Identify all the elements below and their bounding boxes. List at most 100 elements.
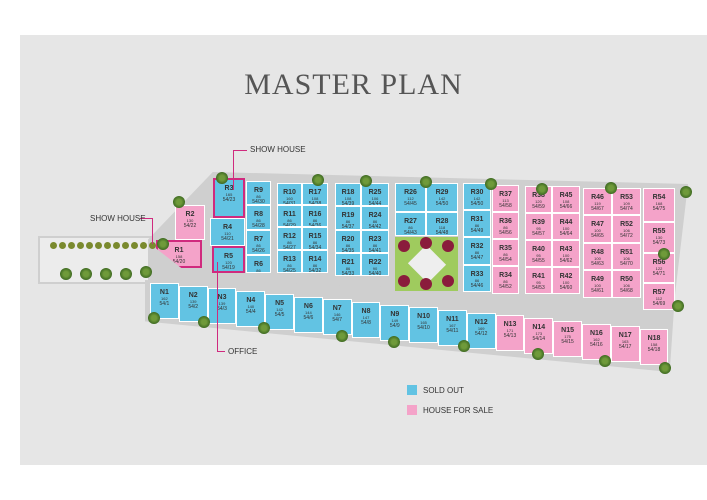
- lot-size: 86: [256, 268, 261, 273]
- lot-name: R49: [591, 276, 604, 283]
- lot-name: N17: [618, 332, 632, 340]
- lot-name: N16: [589, 329, 603, 337]
- lot-size: 119: [594, 201, 601, 206]
- lot-plot: 54/25: [283, 268, 296, 273]
- lot-plot: 54/18: [647, 346, 661, 353]
- lot-plot: 54/52: [499, 284, 512, 290]
- lot-plot: 54/63: [591, 261, 604, 267]
- lot-name: R41: [532, 273, 545, 280]
- lot-size: 165: [225, 192, 233, 197]
- legend-swatch-sale: [407, 405, 417, 415]
- lot-size: 86: [345, 219, 351, 224]
- lot-size: 108: [311, 196, 319, 201]
- lot-size: 120: [225, 260, 232, 265]
- lot-size: 171: [506, 328, 514, 334]
- lot-size: 86: [372, 243, 378, 248]
- lot-plot: 54/62: [559, 258, 573, 264]
- lot-name: R46: [591, 194, 604, 201]
- lot-name: R54: [652, 194, 666, 201]
- lot-plot: 54/3: [217, 306, 227, 313]
- tree-icon: [140, 266, 152, 278]
- tree-icon: [532, 348, 544, 360]
- lot-plot: 54/38: [308, 201, 322, 205]
- shrub-icon: [68, 242, 75, 249]
- lot-plot: 54/5: [274, 311, 285, 318]
- lot-name: R50: [620, 276, 633, 283]
- lot-size: 100: [562, 253, 570, 258]
- lot-name: N1: [159, 289, 169, 296]
- lot-plot: 54/55: [532, 258, 545, 264]
- flower-bed: [398, 275, 410, 287]
- lot-name: N8: [361, 307, 371, 315]
- tree-icon: [388, 336, 400, 348]
- lot-r6[interactable]: R68654/24: [246, 255, 271, 273]
